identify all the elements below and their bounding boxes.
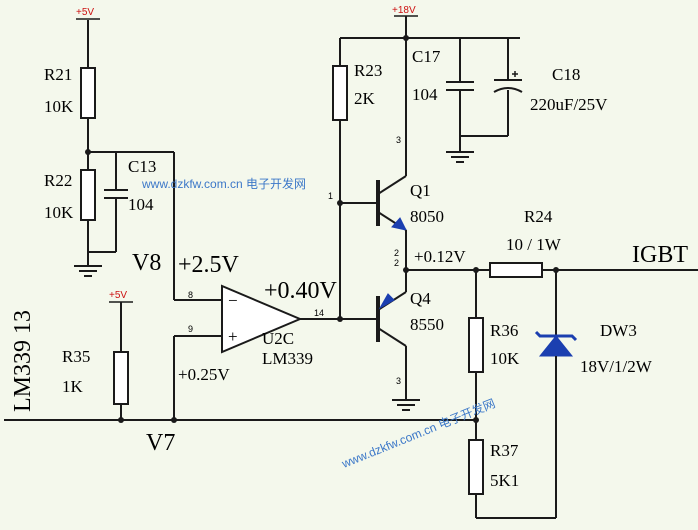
r21-value: 10K bbox=[44, 97, 74, 116]
c13-value: 104 bbox=[128, 195, 154, 214]
r36-ref: R36 bbox=[490, 321, 518, 340]
watermark-top: www.dzkfw.com.cn 电子开发网 bbox=[141, 176, 306, 191]
r35-branch bbox=[113, 302, 129, 420]
r23-branch bbox=[332, 16, 520, 319]
ground-symbol bbox=[392, 399, 420, 411]
r21-resistor bbox=[80, 67, 96, 119]
q4-transistor bbox=[376, 267, 420, 411]
net-v7: V7 bbox=[146, 430, 175, 456]
q1-ref: Q1 bbox=[410, 181, 431, 200]
c18-ref: C18 bbox=[552, 65, 580, 84]
pin-q1-emitter: 2 bbox=[394, 258, 399, 268]
c13-ref: C13 bbox=[128, 157, 156, 176]
rail-plus5-b: +5V bbox=[109, 290, 127, 301]
rail-plus5-a: +5V bbox=[76, 7, 94, 18]
pin-q1-collector: 3 bbox=[396, 135, 401, 145]
r37-value: 5K1 bbox=[490, 471, 519, 490]
r24-resistor bbox=[489, 262, 543, 278]
dw3-zener-diode bbox=[534, 330, 578, 357]
voltage-v-plus: +2.5V bbox=[178, 252, 240, 278]
c18-value: 220uF/25V bbox=[530, 95, 608, 114]
r23-value: 2K bbox=[354, 89, 376, 108]
r35-value: 1K bbox=[62, 377, 84, 396]
decoupling-caps bbox=[446, 38, 523, 163]
dw3-value: 18V/1/2W bbox=[580, 357, 653, 376]
pin-q1-base: 1 bbox=[328, 191, 333, 201]
r24-value: 10 / 1W bbox=[506, 235, 562, 254]
divider-network bbox=[74, 20, 222, 301]
voltage-v-out: +0.40V bbox=[264, 278, 338, 304]
pin-8: 8 bbox=[188, 290, 193, 300]
pin-q4-emitter: 2 bbox=[394, 248, 399, 258]
q1-value: 8050 bbox=[410, 207, 444, 226]
u2c-ref: U2C bbox=[262, 329, 294, 348]
net-lm339-13: LM339 13 bbox=[10, 310, 36, 412]
net-v8: V8 bbox=[132, 250, 161, 276]
q4-value: 8550 bbox=[410, 315, 444, 334]
q1-transistor bbox=[376, 38, 407, 270]
r35-resistor bbox=[113, 351, 129, 405]
opamp-plus-sign: + bbox=[228, 327, 238, 346]
pin-q4-collector: 3 bbox=[396, 376, 401, 386]
c17-ref: C17 bbox=[412, 47, 441, 66]
voltage-v-emit: +0.12V bbox=[414, 247, 466, 266]
ground-symbol bbox=[446, 151, 474, 163]
pin-14: 14 bbox=[314, 308, 324, 318]
ground-symbol bbox=[74, 265, 102, 277]
r37-resistor bbox=[468, 439, 484, 495]
net-igbt: IGBT bbox=[632, 242, 688, 268]
r36-value: 10K bbox=[490, 349, 520, 368]
gate-output bbox=[406, 262, 698, 278]
feedback-divider bbox=[468, 270, 578, 519]
dw3-ref: DW3 bbox=[600, 321, 637, 340]
q4-ref: Q4 bbox=[410, 289, 431, 308]
opamp-minus-sign: − bbox=[228, 291, 238, 310]
rail-plus18: +18V bbox=[392, 5, 416, 16]
r23-ref: R23 bbox=[354, 61, 382, 80]
voltage-v-minus: +0.25V bbox=[178, 365, 230, 384]
r22-ref: R22 bbox=[44, 171, 72, 190]
r21-ref: R21 bbox=[44, 65, 72, 84]
r23-resistor bbox=[332, 65, 348, 121]
r22-value: 10K bbox=[44, 203, 74, 222]
r22-resistor bbox=[80, 169, 96, 221]
v7-net bbox=[4, 335, 476, 423]
pin-9: 9 bbox=[188, 324, 193, 334]
c17-value: 104 bbox=[412, 85, 438, 104]
u2c-value: LM339 bbox=[262, 349, 313, 368]
r36-resistor bbox=[468, 317, 484, 373]
r37-ref: R37 bbox=[490, 441, 519, 460]
r24-ref: R24 bbox=[524, 207, 553, 226]
r35-ref: R35 bbox=[62, 347, 90, 366]
